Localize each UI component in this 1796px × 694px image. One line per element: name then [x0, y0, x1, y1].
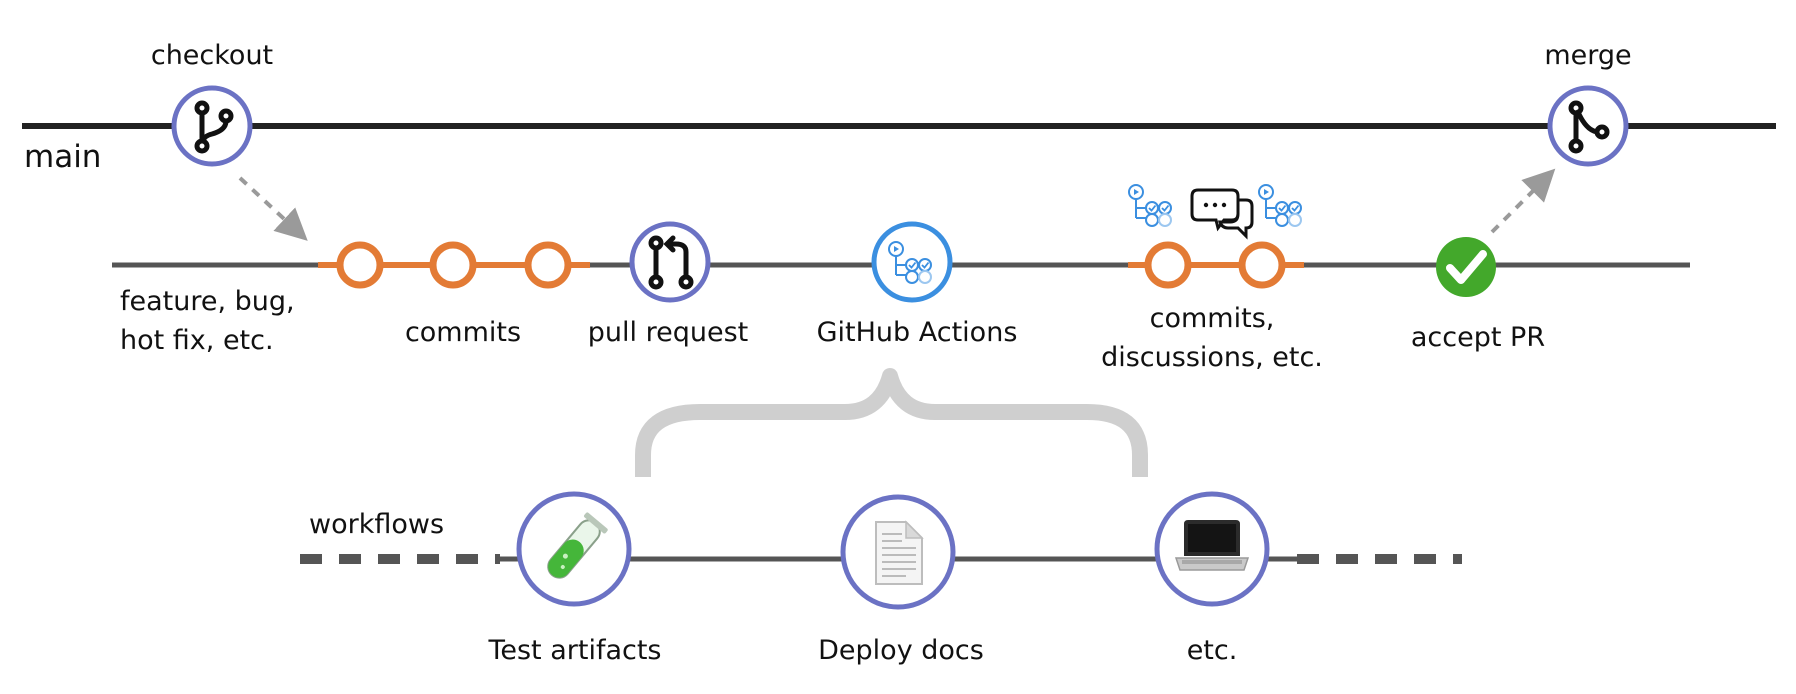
commits-discussions-label-2: discussions, etc.: [1101, 342, 1323, 373]
etc-workflow-node[interactable]: [1154, 491, 1270, 607]
commit-group-1: [318, 241, 590, 289]
laptop-icon: [1174, 520, 1250, 571]
accept-pr-node[interactable]: [1436, 237, 1496, 297]
document-icon: [875, 520, 924, 585]
git-branch-icon: [194, 100, 234, 154]
git-pull-request-icon: [648, 235, 694, 290]
git-merge-icon: [1568, 100, 1610, 154]
etc-label: etc.: [1186, 635, 1238, 666]
feature-branch-label-1: feature, bug,: [120, 286, 295, 317]
checkout-label: checkout: [150, 40, 274, 71]
workflows-brace: [635, 368, 1148, 477]
pull-request-label: pull request: [587, 317, 749, 348]
checkout-node[interactable]: [171, 85, 253, 167]
merge-node[interactable]: [1547, 85, 1629, 167]
feature-branch-label-2: hot fix, etc.: [120, 325, 274, 356]
accept-pr-label: accept PR: [1410, 322, 1546, 353]
commit-node[interactable]: [524, 241, 572, 289]
test-artifacts-label: Test artifacts: [488, 635, 662, 666]
commits-discussions-label-1: commits,: [1149, 303, 1275, 334]
deploy-docs-label: Deploy docs: [818, 635, 984, 666]
github-actions-node[interactable]: [871, 221, 953, 303]
check-icon: [1446, 250, 1487, 284]
commit-node[interactable]: [336, 241, 384, 289]
commit-node[interactable]: [429, 241, 477, 289]
commit-node[interactable]: [1238, 241, 1286, 289]
test-artifacts-node[interactable]: [516, 491, 632, 607]
deploy-docs-node[interactable]: [840, 494, 956, 610]
workflow-icon: [1128, 184, 1172, 227]
checkout-arrow: [238, 176, 308, 241]
main-branch-label: main: [24, 139, 102, 175]
workflows-label: workflows: [309, 509, 445, 540]
commit-group-2: [1128, 241, 1304, 289]
merge-arrow: [1490, 168, 1556, 234]
merge-label: merge: [1544, 40, 1632, 71]
commit-node[interactable]: [1144, 241, 1192, 289]
github-actions-label: GitHub Actions: [816, 317, 1018, 348]
pull-request-node[interactable]: [629, 221, 711, 303]
workflow-icon: [1258, 184, 1302, 227]
chat-bubbles-icon: [1190, 188, 1254, 240]
test-tube-icon: [547, 512, 608, 579]
commits-label: commits: [404, 317, 522, 348]
